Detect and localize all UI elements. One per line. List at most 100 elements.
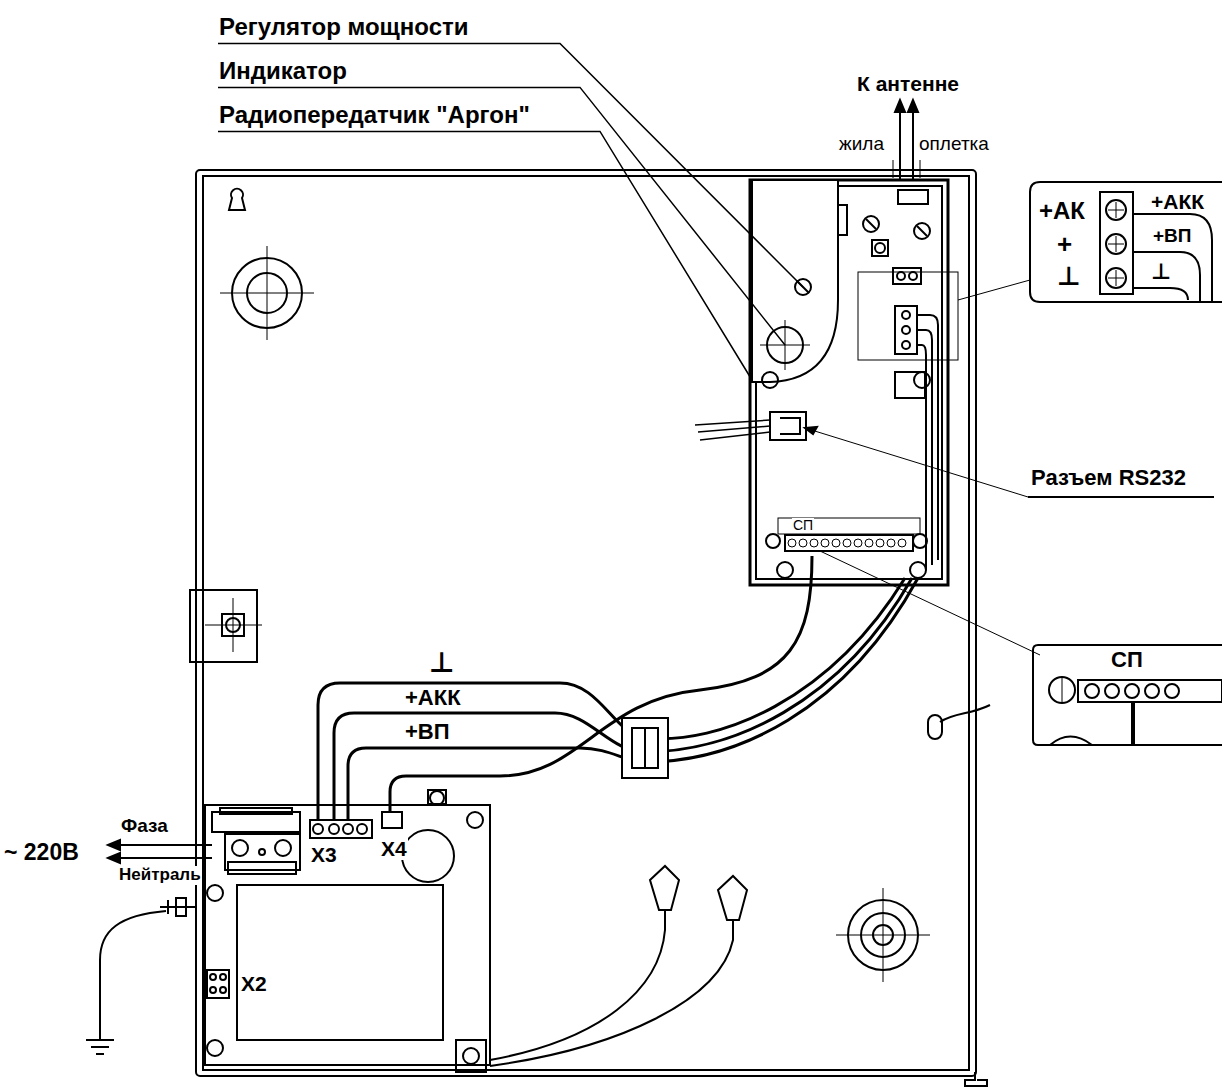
wire-name: Фаза — [120, 816, 169, 837]
cable-akk — [334, 578, 912, 820]
wire-name: +АКК — [1150, 190, 1205, 213]
leader-arrow — [805, 427, 817, 434]
lock-loop — [928, 715, 942, 739]
wire-name: Нейтраль — [118, 866, 202, 885]
part-name: Разъем RS232 — [1030, 466, 1187, 490]
wire-name: оплетка — [918, 134, 990, 155]
connector — [895, 372, 925, 398]
inset-frame — [1030, 182, 1222, 302]
nut — [875, 243, 885, 253]
part-name: Индикатор — [218, 58, 348, 84]
transmitter-housing — [750, 180, 948, 585]
antenna-terminal — [909, 272, 917, 280]
screw — [766, 534, 780, 548]
antenna-arrows — [895, 100, 918, 112]
leader-line — [218, 43, 803, 287]
signal-name: +ВП — [404, 720, 451, 744]
center-line — [205, 598, 262, 652]
antenna-wires — [900, 108, 913, 180]
pin-name: ⊥ — [1056, 262, 1082, 291]
x4-connector — [382, 812, 402, 828]
terminal-screw — [902, 311, 910, 319]
part-name: Регулятор мощности — [218, 14, 470, 40]
rs232-wires — [695, 420, 770, 440]
part-name: Радиопередатчик "Аргон" — [218, 102, 531, 128]
screw — [430, 791, 444, 805]
cable-clip — [622, 718, 668, 778]
screw — [917, 226, 927, 236]
leader-line — [218, 87, 785, 345]
spade-terminal — [718, 876, 747, 920]
power-terminal — [895, 306, 917, 354]
spade-terminal — [650, 866, 679, 910]
mains-arrows — [108, 840, 120, 863]
terminal-screw — [902, 326, 910, 334]
cable-clip — [644, 728, 646, 768]
capacitor — [402, 830, 454, 882]
screw — [207, 1040, 223, 1056]
screw — [1049, 677, 1075, 703]
screw — [913, 534, 927, 548]
cable-clip — [632, 728, 658, 768]
leader-line — [958, 280, 1030, 300]
leader-line — [218, 131, 752, 380]
pin-name: +АК — [1038, 198, 1086, 224]
fuse — [220, 808, 292, 814]
hinge — [190, 590, 257, 662]
wire-name: ⊥ — [1150, 260, 1172, 284]
signal-name: ⊥ — [428, 648, 456, 679]
clamp — [463, 1048, 479, 1064]
wire-name: +ВП — [1152, 226, 1192, 247]
terminal-screw — [902, 341, 910, 349]
detail-frame — [858, 272, 958, 360]
inset-terminal — [1100, 192, 1133, 294]
signal-name: +АКК — [404, 686, 462, 710]
rs232-connector — [780, 418, 800, 434]
pin-name: + — [1056, 230, 1073, 259]
ground-bolt — [160, 898, 196, 916]
power-board — [205, 805, 490, 1065]
connector-name: X2 — [240, 972, 268, 995]
voltage-label: ~ 220В — [3, 840, 80, 865]
foot — [965, 1072, 987, 1086]
cable-sp — [390, 556, 812, 812]
x2-terminal — [207, 970, 229, 998]
screw — [207, 885, 223, 901]
leader-line — [805, 428, 1028, 497]
ground-symbol — [86, 1040, 114, 1054]
antenna-terminal — [897, 272, 905, 280]
leader-line — [820, 551, 1040, 655]
screw — [866, 219, 876, 229]
sp-terminal-strip — [1078, 680, 1222, 702]
inset-cable — [1131, 702, 1135, 745]
connector — [898, 190, 928, 204]
inset-screw — [1050, 737, 1092, 746]
clamp — [456, 1040, 486, 1072]
ground-wire — [940, 705, 990, 722]
screw — [762, 372, 778, 388]
center-line — [220, 246, 314, 340]
mains-wires — [115, 845, 212, 858]
mains-terminal — [225, 834, 300, 870]
connector-name: X4 — [380, 837, 408, 860]
connector-name: СП — [792, 518, 814, 533]
battery-wires — [490, 910, 733, 1066]
connector-name: X3 — [310, 843, 338, 866]
cable-vp — [348, 578, 918, 820]
ground-wire — [100, 911, 166, 1040]
inset-frame — [1033, 645, 1222, 745]
wire-name: жила — [838, 134, 885, 155]
transformer — [237, 885, 443, 1040]
connector-name: СП — [1110, 648, 1144, 672]
enclosure — [196, 170, 976, 1076]
center-line — [836, 888, 930, 982]
screw — [467, 812, 483, 828]
sp-frame — [778, 518, 920, 534]
sp-terminal-strip — [785, 535, 913, 551]
nut — [872, 240, 888, 256]
screw — [777, 562, 793, 578]
rs232-connector — [770, 412, 806, 440]
antenna-ticks — [893, 160, 920, 178]
screw — [863, 216, 879, 232]
